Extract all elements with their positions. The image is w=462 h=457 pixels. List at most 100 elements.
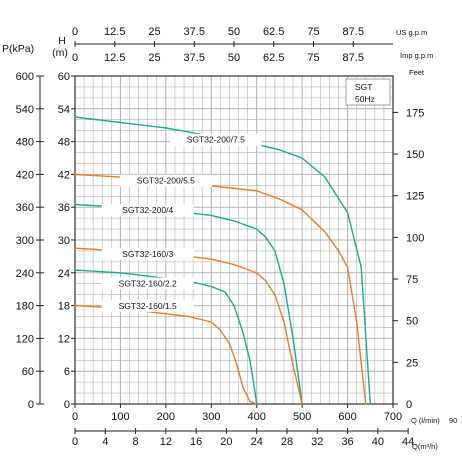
legend-text: SGT bbox=[355, 82, 372, 92]
p-tick-label: 120 bbox=[16, 333, 34, 345]
p-tick-label: 480 bbox=[16, 137, 34, 149]
p-tick-label: 540 bbox=[16, 104, 34, 116]
curve-label: SGT32-200/4 bbox=[122, 205, 173, 215]
q-m3h-tick-label: 36 bbox=[341, 436, 353, 448]
curve-label: SGT32-160/3 bbox=[122, 249, 173, 259]
q-lmin-axis-label: Q (l/min) bbox=[411, 416, 440, 425]
q-lmin-tick-label: 100 bbox=[111, 411, 129, 423]
q-m3h-tick-label: 40 bbox=[372, 436, 384, 448]
series-point bbox=[265, 236, 267, 238]
us-gpm-tick-label: 87.5 bbox=[343, 26, 364, 38]
imp-gpm-axis-label: Imp g.p.m bbox=[400, 51, 433, 60]
series-point bbox=[119, 272, 122, 274]
curve-label: SGT32-160/1.5 bbox=[119, 301, 177, 311]
series-point bbox=[256, 403, 258, 405]
us-gpm-axis-label: US g.p.m bbox=[396, 28, 427, 37]
series-point bbox=[346, 212, 349, 214]
h-tick-label: 24 bbox=[58, 268, 70, 280]
feet-tick-label: 0 bbox=[406, 399, 412, 411]
q-m3h-tick-label: 16 bbox=[190, 436, 202, 448]
q-m3h-axis-label: Q(m³/h) bbox=[412, 442, 438, 451]
series-point bbox=[256, 228, 258, 230]
series-point bbox=[224, 291, 226, 293]
series-point bbox=[187, 315, 190, 318]
series-point bbox=[119, 121, 122, 124]
h-tick-label: 54 bbox=[58, 104, 70, 116]
q-lmin-tick-label: 500 bbox=[293, 411, 311, 423]
h-tick-label: 42 bbox=[58, 169, 70, 181]
p-tick-label: 60 bbox=[22, 366, 34, 378]
series-point bbox=[274, 294, 276, 296]
p-tick-label: 240 bbox=[16, 268, 34, 280]
series-point bbox=[324, 176, 326, 178]
series-point bbox=[242, 332, 244, 334]
curve-label: SGT32-200/5.5 bbox=[137, 176, 195, 186]
series-point bbox=[360, 266, 362, 268]
series-point bbox=[74, 116, 76, 118]
series-point bbox=[233, 220, 235, 222]
q-lmin-tick-label: 200 bbox=[157, 411, 175, 423]
p-tick-label: 180 bbox=[16, 301, 34, 313]
curve-label-bg bbox=[119, 174, 212, 187]
chart-text: 06121824303642485460H(m)0601201802403003… bbox=[2, 26, 457, 451]
q-lmin-tick-label: 300 bbox=[202, 411, 220, 423]
series-point bbox=[210, 258, 212, 260]
p-tick-label: 0 bbox=[28, 399, 34, 411]
q-m3h-tick-label: 32 bbox=[311, 436, 323, 448]
p-axis-label: P(kPa) bbox=[2, 43, 34, 55]
q-m3h-tick-label: 44 bbox=[402, 436, 414, 448]
series-point bbox=[365, 403, 367, 405]
series-point bbox=[283, 283, 285, 285]
h-tick-label: 18 bbox=[58, 301, 70, 313]
series-point bbox=[233, 305, 235, 307]
feet-tick-label: 150 bbox=[406, 149, 424, 161]
series-point bbox=[74, 269, 76, 271]
feet-axis-label: Feet bbox=[409, 68, 425, 77]
us-gpm-tick-label: 62.5 bbox=[263, 26, 284, 38]
curve-label-bg bbox=[169, 133, 262, 146]
us-gpm-tick-label: 50 bbox=[228, 26, 240, 38]
series-point bbox=[301, 157, 303, 159]
series-point bbox=[210, 285, 212, 288]
imp-gpm-tick-label: 37.5 bbox=[184, 52, 205, 64]
series-point bbox=[210, 214, 212, 216]
feet-tick-label: 125 bbox=[406, 191, 424, 203]
imp-gpm-tick-label: 25 bbox=[148, 52, 160, 64]
series-point bbox=[346, 266, 349, 268]
chart-axes bbox=[36, 41, 409, 434]
us-gpm-tick-label: 12.5 bbox=[104, 26, 125, 38]
imp-gpm-tick-label: 75 bbox=[307, 52, 319, 64]
series-point bbox=[74, 173, 76, 175]
q-m3h-tick-label: 8 bbox=[133, 436, 139, 448]
q-m3h-tick-label: 20 bbox=[220, 436, 232, 448]
series-point bbox=[253, 387, 256, 389]
feet-tick-label: 25 bbox=[406, 357, 418, 369]
series-point bbox=[219, 329, 221, 331]
q-m3h-tick-label: 4 bbox=[102, 436, 108, 448]
series-point bbox=[235, 362, 237, 364]
series-point bbox=[74, 247, 76, 249]
series-point bbox=[283, 321, 285, 323]
series-point bbox=[210, 321, 212, 323]
h-axis-label: H bbox=[58, 35, 66, 47]
p-tick-label: 600 bbox=[16, 71, 34, 83]
q-lmin-tick-label: 400 bbox=[248, 411, 266, 423]
q-lmin-extra-tick: 90 bbox=[449, 416, 457, 425]
h-tick-label: 12 bbox=[58, 333, 70, 345]
series-point bbox=[356, 321, 358, 323]
series-point bbox=[74, 305, 76, 307]
imp-gpm-tick-label: 62.5 bbox=[263, 52, 284, 64]
series-point bbox=[301, 209, 303, 211]
imp-gpm-tick-label: 50 bbox=[228, 52, 240, 64]
series-point bbox=[233, 264, 235, 266]
series-point bbox=[265, 280, 267, 282]
series-line bbox=[74, 116, 371, 405]
q-lmin-tick-label: 700 bbox=[384, 411, 402, 423]
curve-label-bg bbox=[101, 204, 194, 217]
feet-tick-label: 75 bbox=[406, 274, 418, 286]
q-m3h-tick-label: 24 bbox=[251, 436, 263, 448]
feet-tick-label: 100 bbox=[406, 232, 424, 244]
h-axis-unit-label: (m) bbox=[52, 47, 68, 59]
us-gpm-tick-label: 75 bbox=[307, 26, 319, 38]
imp-gpm-tick-label: 87.5 bbox=[343, 52, 364, 64]
